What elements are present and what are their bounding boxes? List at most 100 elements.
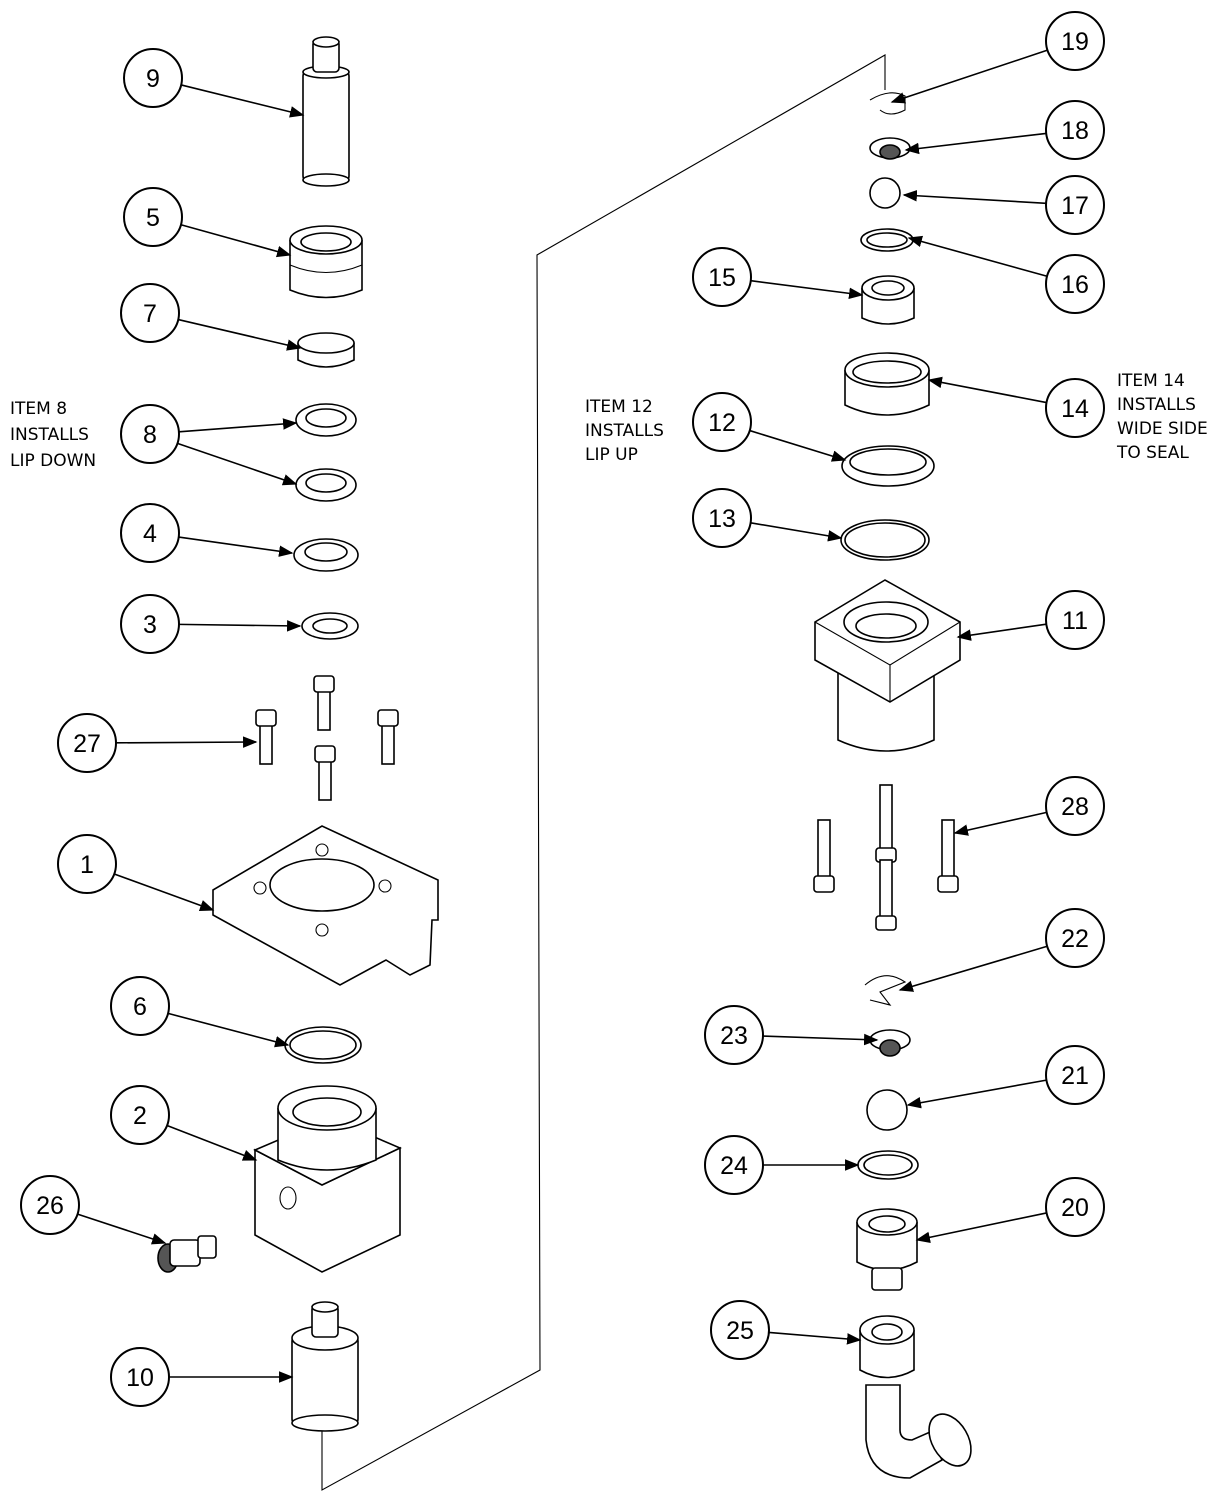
- balloon-number: 5: [146, 204, 160, 232]
- balloon-number: 11: [1062, 607, 1088, 635]
- note-item-14-line-1: ITEM 14: [1117, 371, 1185, 391]
- balloon-item-11: 11: [1045, 590, 1105, 650]
- balloon-item-7: 7: [120, 283, 180, 343]
- balloon-circle: [123, 48, 183, 108]
- balloon-item-2: 2: [110, 1085, 170, 1145]
- balloon-item-28: 28: [1045, 776, 1105, 836]
- balloon-item-3: 3: [120, 594, 180, 654]
- leader-arrow-item-20: [915, 1212, 1047, 1243]
- part-1-plate: [212, 825, 439, 986]
- balloon-circle: [120, 283, 180, 343]
- note-item-8: ITEM 8 INSTALLS LIP DOWN: [10, 399, 96, 471]
- part-15-seat: [861, 275, 915, 325]
- leader-arrow-item-28: [953, 811, 1047, 836]
- balloon-number: 1: [80, 851, 94, 879]
- balloon-item-19: 19: [1045, 11, 1105, 71]
- part-5-gland: [289, 225, 363, 299]
- leader-lines: [77, 49, 1048, 1383]
- balloon-number: 9: [146, 65, 160, 93]
- part-18-valve-cap: [869, 137, 911, 160]
- balloon-item-22: 22: [1045, 908, 1105, 968]
- balloon-circle: [1045, 11, 1105, 71]
- balloon-circle: [1045, 590, 1105, 650]
- leader-arrow-item-7: [178, 318, 302, 351]
- balloon-circle: [120, 594, 180, 654]
- balloon-number: 22: [1061, 925, 1089, 953]
- leader-arrow-item-13: [750, 522, 843, 542]
- note-item-14: ITEM 14 INSTALLS WIDE SIDE TO SEAL: [1116, 371, 1213, 463]
- part-2-block: [253, 1085, 402, 1273]
- balloon-number: 3: [143, 611, 157, 639]
- balloon-item-21: 21: [1045, 1045, 1105, 1105]
- balloon-number: 14: [1061, 395, 1089, 423]
- balloon-number: 21: [1061, 1062, 1089, 1090]
- balloon-number: 18: [1061, 117, 1089, 145]
- leader-arrow-item-21: [906, 1079, 1047, 1109]
- leader-arrow-item-8-1: [178, 418, 298, 433]
- leader-arrow-item-5: [180, 223, 292, 258]
- balloon-circle: [110, 976, 170, 1036]
- part-7-ring: [297, 332, 355, 368]
- balloon-circle: [123, 187, 183, 247]
- balloon-number: 13: [708, 505, 736, 533]
- balloon-item-24: 24: [704, 1135, 764, 1195]
- balloon-item-6: 6: [110, 976, 170, 1036]
- balloon-number: 6: [133, 993, 147, 1021]
- balloon-item-14: 14: [1045, 378, 1105, 438]
- part-20-valve-seat: [856, 1208, 918, 1291]
- leader-arrow-item-1: [113, 873, 215, 911]
- balloon-item-25: 25: [710, 1300, 770, 1360]
- leader-arrow-item-23: [762, 1033, 879, 1046]
- part-27-screws: [255, 675, 399, 801]
- leader-arrow-item-18: [904, 132, 1047, 155]
- balloon-circle: [704, 1005, 764, 1065]
- balloon-item-27: 27: [57, 713, 117, 773]
- balloon-circle: [57, 834, 117, 894]
- part-6-o-ring: [284, 1026, 362, 1064]
- leader-arrow-item-26: [77, 1213, 167, 1245]
- balloon-item-23: 23: [704, 1005, 764, 1065]
- balloon-circle: [692, 488, 752, 548]
- balloon-number: 27: [73, 730, 101, 758]
- balloon-circle: [1045, 175, 1105, 235]
- leader-arrow-item-19: [890, 49, 1048, 104]
- part-22-clip: [864, 975, 907, 1006]
- note-item-12-line-1: ITEM 12: [585, 397, 653, 417]
- item-balloons: 9578432716226101918171615141213112822232…: [20, 11, 1105, 1407]
- balloon-item-26: 26: [20, 1175, 80, 1235]
- balloon-number: 24: [720, 1152, 748, 1180]
- balloon-number: 28: [1061, 793, 1089, 821]
- leader-arrow-item-4: [178, 536, 294, 557]
- part-21-ball: [866, 1089, 908, 1131]
- balloon-number: 7: [143, 300, 157, 328]
- balloon-number: 26: [36, 1192, 64, 1220]
- part-26-fitting: [157, 1235, 217, 1273]
- leader-arrow-item-2: [166, 1124, 258, 1161]
- balloon-circle: [110, 1085, 170, 1145]
- balloon-item-4: 4: [120, 503, 180, 563]
- balloon-circle: [1045, 254, 1105, 314]
- balloon-number: 12: [708, 409, 736, 437]
- leader-arrow-item-22: [898, 945, 1048, 992]
- balloon-item-12: 12: [692, 392, 752, 452]
- part-12-seal: [841, 445, 935, 487]
- balloon-circle: [1045, 908, 1105, 968]
- leader-arrow-item-11: [956, 623, 1047, 641]
- part-14-bushing: [844, 352, 930, 416]
- balloon-item-8: 8: [120, 404, 180, 464]
- part-19-clip: [869, 92, 906, 115]
- part-4-seal: [293, 538, 359, 572]
- balloon-circle: [110, 1347, 170, 1407]
- balloon-number: 20: [1061, 1194, 1089, 1222]
- balloon-item-20: 20: [1045, 1177, 1105, 1237]
- balloon-item-17: 17: [1045, 175, 1105, 235]
- balloon-item-13: 13: [692, 488, 752, 548]
- leader-arrow-item-6: [167, 1012, 290, 1048]
- part-13-o-ring: [840, 519, 930, 561]
- part-9-plunger: [302, 36, 350, 187]
- balloon-circle: [20, 1175, 80, 1235]
- part-11-cylinder-housing: [814, 579, 961, 752]
- balloon-circle: [710, 1300, 770, 1360]
- leader-arrow-item-9: [180, 84, 305, 118]
- balloon-circle: [1045, 378, 1105, 438]
